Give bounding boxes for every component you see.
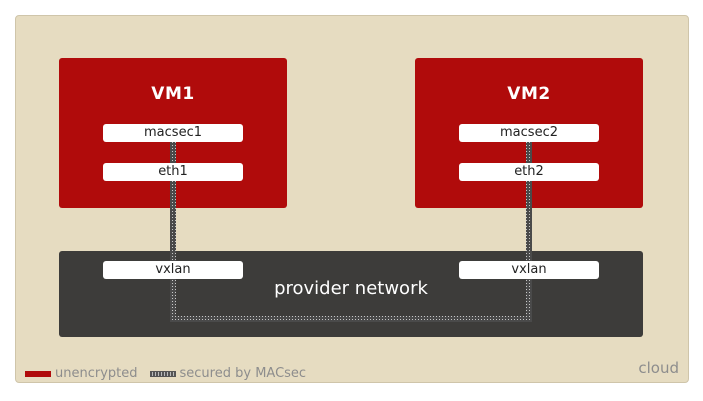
legend: unencrypted secured by MACsec bbox=[25, 366, 318, 381]
vm2-title: VM2 bbox=[507, 84, 551, 104]
cloud-label: cloud bbox=[638, 359, 679, 377]
vm1-eth-interface: eth1 bbox=[103, 163, 243, 181]
legend-secured-swatch bbox=[149, 370, 176, 377]
vm2-eth-interface: eth2 bbox=[459, 163, 599, 181]
legend-unencrypted-label: unencrypted bbox=[55, 366, 138, 381]
right-vxlan-interface: vxlan bbox=[459, 261, 599, 279]
legend-secured-label: secured by MACsec bbox=[179, 366, 307, 381]
legend-secured: secured by MACsec bbox=[149, 366, 307, 381]
vm2-macsec-interface: macsec2 bbox=[459, 124, 599, 142]
legend-unencrypted: unencrypted bbox=[25, 366, 138, 381]
provider-network-label: provider network bbox=[274, 278, 428, 299]
legend-unencrypted-swatch bbox=[25, 370, 51, 377]
vm1-macsec-interface: macsec1 bbox=[103, 124, 243, 142]
left-vxlan-interface: vxlan bbox=[103, 261, 243, 279]
vm1-secure-link bbox=[170, 142, 176, 317]
vm1-title: VM1 bbox=[151, 84, 195, 104]
provider-secure-link bbox=[170, 316, 532, 322]
vm2-secure-link bbox=[526, 142, 532, 317]
